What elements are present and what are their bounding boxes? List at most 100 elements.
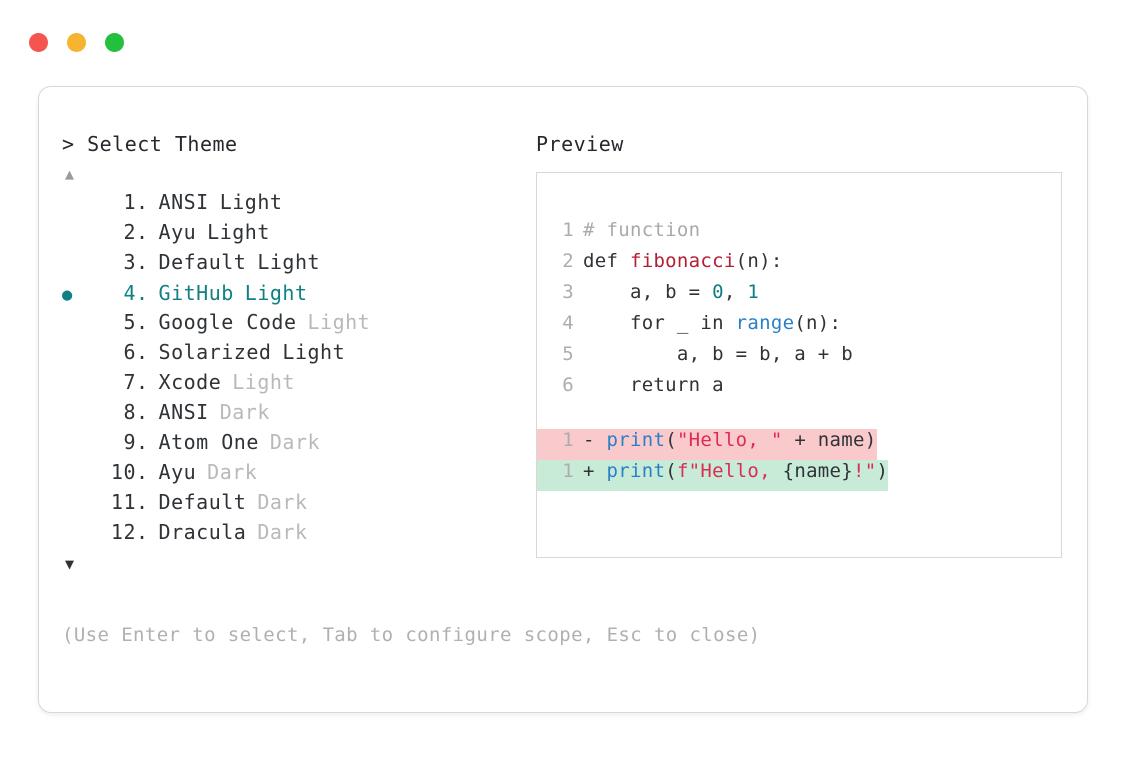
diff-line-del: 1 - print("Hello, " + name) — [537, 429, 1061, 460]
theme-list-item[interactable]: 8. ANSI Dark — [62, 400, 532, 430]
line-number: 1 — [562, 429, 574, 451]
code-content: return a — [583, 374, 724, 396]
index-separator: . — [136, 250, 149, 274]
close-button[interactable] — [29, 33, 48, 52]
theme-variant: Dark — [257, 490, 308, 514]
theme-name: Solarized — [146, 340, 272, 364]
theme-list-item[interactable]: 6. Solarized Light — [62, 340, 532, 370]
code-line: 6 return a — [537, 374, 1061, 405]
diff-block: 1 - print("Hello, " + name) 1+ print(f"Hel… — [537, 429, 1061, 491]
index-separator: . — [136, 190, 149, 214]
code-token: , — [723, 281, 748, 303]
code-token: range — [735, 312, 795, 334]
index-separator: . — [136, 340, 149, 364]
theme-name: ANSI — [146, 400, 209, 424]
code-token: 0 — [712, 281, 724, 303]
theme-index: 5 — [123, 310, 136, 334]
theme-name: GitHub — [146, 281, 234, 305]
theme-index: 8 — [123, 400, 136, 424]
code-token: + name) — [782, 429, 877, 451]
theme-index: 4 — [123, 281, 136, 305]
code-token: (n): — [735, 250, 783, 272]
scroll-down-icon[interactable]: ▼ — [65, 555, 75, 573]
theme-index: 7 — [123, 370, 136, 394]
theme-variant: Dark — [207, 460, 258, 484]
code-token: (n): — [794, 312, 842, 334]
maximize-button[interactable] — [105, 33, 124, 52]
code-token: f"Hello, — [676, 460, 783, 482]
theme-variant: Light — [232, 370, 295, 394]
theme-list-item[interactable]: 1. ANSI Light — [62, 190, 532, 220]
line-number: 4 — [562, 312, 574, 334]
theme-index: 12 — [110, 520, 136, 544]
theme-index: 10 — [110, 460, 136, 484]
code-token: 1 — [747, 281, 760, 303]
window-controls — [29, 33, 124, 52]
theme-name: Ayu — [146, 220, 197, 244]
code-token: def — [583, 250, 630, 272]
selected-bullet-icon: ● — [62, 285, 73, 305]
theme-variant: Light — [282, 340, 346, 364]
code-content: def fibonacci(n): — [583, 250, 783, 272]
theme-index: 1 — [123, 190, 136, 214]
scroll-up-icon[interactable]: ▲ — [65, 165, 75, 183]
theme-name: Dracula — [146, 520, 247, 544]
code-content: # function — [583, 219, 700, 241]
theme-name: ANSI — [146, 190, 209, 214]
code-line: 4 for _ in range(n): — [537, 312, 1061, 343]
line-number: 5 — [562, 343, 574, 365]
code-content: + print(f"Hello, {name}!") — [583, 460, 888, 482]
index-separator: . — [136, 490, 149, 514]
page-title: > Select Theme — [62, 132, 238, 156]
theme-list-item[interactable]: 11. Default Dark — [62, 490, 532, 520]
theme-index: 6 — [123, 340, 136, 364]
theme-variant: Dark — [219, 400, 270, 424]
index-separator: . — [136, 310, 149, 334]
index-separator: . — [136, 220, 149, 244]
code-spacer — [537, 405, 1061, 429]
code-token: a, b = b, a + b — [583, 343, 853, 365]
theme-variant: Light — [207, 220, 270, 244]
theme-variant: Light — [244, 281, 308, 305]
theme-name: Atom One — [146, 430, 259, 454]
code-content: - print("Hello, " + name) — [583, 429, 877, 451]
theme-variant: Light — [219, 190, 283, 214]
minimize-button[interactable] — [67, 33, 86, 52]
theme-variant: Light — [307, 310, 371, 334]
code-token: - — [583, 429, 607, 451]
keyboard-hint: (Use Enter to select, Tab to configure s… — [62, 624, 761, 646]
line-number: 6 — [562, 374, 574, 396]
index-separator: . — [136, 460, 149, 484]
index-separator: . — [136, 400, 149, 424]
theme-name: Xcode — [146, 370, 222, 394]
code-content: a, b = b, a + b — [583, 343, 853, 365]
code-token: !" — [853, 460, 877, 482]
code-token: {name} — [782, 460, 854, 482]
theme-name: Default — [146, 490, 247, 514]
code-token: for _ in — [583, 312, 736, 334]
code-content: for _ in range(n): — [583, 312, 841, 334]
code-token: print — [606, 429, 666, 451]
diff-highlight: 1+ print(f"Hello, {name}!") — [537, 460, 889, 491]
theme-index: 11 — [110, 490, 136, 514]
theme-variant: Dark — [257, 520, 308, 544]
code-token: a, b = — [583, 281, 713, 303]
theme-index: 9 — [123, 430, 136, 454]
diff-highlight: 1 - print("Hello, " + name) — [537, 429, 877, 460]
index-separator: . — [136, 281, 149, 305]
code-token: + — [583, 460, 607, 482]
code-token: return a — [583, 374, 724, 396]
theme-list-item[interactable]: ● 4. GitHub Light — [62, 280, 532, 310]
line-number: 3 — [562, 281, 574, 303]
